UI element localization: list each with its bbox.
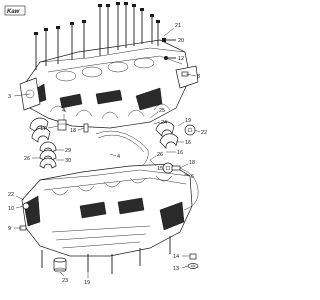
callout-18: 18 bbox=[70, 128, 76, 134]
callout-3: 3 bbox=[8, 94, 11, 100]
leader-lines bbox=[13, 27, 201, 278]
callout-19-bottom: 19 bbox=[84, 280, 90, 286]
callout-18-right: 18 bbox=[189, 160, 195, 166]
callout-20: 20 bbox=[178, 38, 184, 44]
crankcase-exploded-diagram: Kaw bbox=[4, 2, 207, 286]
brand-logo-text: Kaw bbox=[7, 9, 20, 15]
callout-22-left: 22 bbox=[8, 192, 14, 198]
callout-25: 25 bbox=[159, 108, 165, 114]
callout-26-left: 26 bbox=[24, 156, 30, 162]
callout-9: 9 bbox=[8, 226, 11, 232]
callout-6: 6 bbox=[191, 174, 194, 180]
callout-13: 13 bbox=[173, 266, 179, 272]
callout-14: 14 bbox=[173, 254, 179, 260]
callout-labels: 21 20 12 8 17 25 24 18 19 22 29 30 26 4 … bbox=[8, 23, 207, 286]
callout-21: 21 bbox=[175, 23, 181, 29]
callout-29: 29 bbox=[65, 148, 71, 154]
callout-19: 19 bbox=[185, 118, 191, 124]
callout-8: 8 bbox=[197, 74, 200, 80]
lower-bolts bbox=[41, 236, 171, 274]
lower-crankcase bbox=[21, 163, 193, 257]
upper-small-parts bbox=[29, 38, 196, 150]
oil-pipe bbox=[95, 130, 149, 169]
callout-22: 22 bbox=[201, 130, 207, 136]
callout-17: 17 bbox=[40, 126, 46, 132]
callout-4-center: 4 bbox=[117, 154, 120, 160]
callout-12: 12 bbox=[178, 56, 184, 62]
callout-16-b: 16 bbox=[177, 150, 183, 156]
callout-10: 10 bbox=[8, 206, 14, 212]
upper-studs bbox=[34, 2, 160, 70]
callout-16-a: 16 bbox=[185, 140, 191, 146]
oil-pressure-switch bbox=[162, 162, 199, 211]
callout-30: 30 bbox=[65, 158, 71, 164]
callout-24: 24 bbox=[161, 120, 167, 126]
oil-pipe-inner bbox=[97, 134, 145, 153]
bearing-cluster bbox=[39, 141, 57, 169]
callout-15: 15 bbox=[157, 166, 163, 172]
callout-4-upper: 4 bbox=[62, 108, 65, 114]
upper-crankcase bbox=[19, 39, 199, 129]
brand-logo: Kaw bbox=[4, 5, 26, 16]
callout-23: 23 bbox=[62, 278, 68, 284]
callout-26-right: 26 bbox=[157, 152, 163, 158]
oil-filter bbox=[53, 257, 67, 273]
